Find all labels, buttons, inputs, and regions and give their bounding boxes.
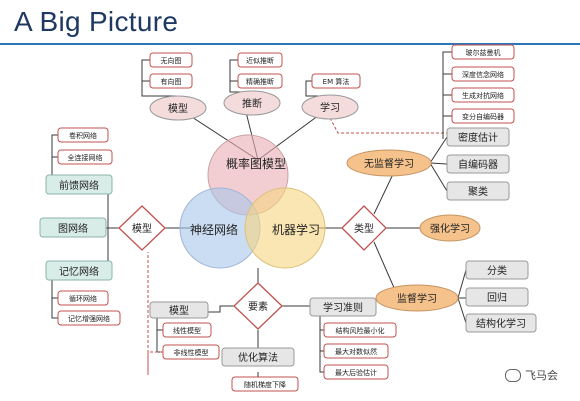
ml-type-label: 类型 bbox=[354, 222, 374, 235]
elements-item-boxes bbox=[162, 322, 397, 392]
nn-model-label: 模型 bbox=[132, 222, 152, 235]
elements-item-nonlinear: 非线性模型 bbox=[174, 348, 209, 357]
density-item-boxes bbox=[451, 44, 515, 124]
ml-circle bbox=[244, 187, 326, 269]
unsupervised-boxes bbox=[446, 127, 510, 201]
pgm-label: 概率图模型 bbox=[226, 156, 286, 171]
pgm-inference-label: 推断 bbox=[242, 97, 262, 110]
pgm-item-approx: 近似推断 bbox=[246, 56, 274, 65]
sup-regression-label: 回归 bbox=[487, 291, 507, 304]
elements-model-label: 模型 bbox=[169, 304, 189, 317]
nn-item-rnn: 循环网络 bbox=[69, 294, 97, 303]
supervised-boxes bbox=[465, 260, 537, 333]
nn-memory-label: 记忆网络 bbox=[59, 265, 99, 278]
unsupervised-node bbox=[346, 149, 432, 177]
density-item-vae: 变分自编码器 bbox=[462, 112, 504, 121]
elements-label: 要素 bbox=[248, 300, 268, 313]
reinforcement-node bbox=[419, 214, 481, 242]
pgm-learning-node bbox=[301, 94, 359, 120]
pgm-model-label: 模型 bbox=[168, 102, 188, 115]
watermark: 飞马会 bbox=[505, 367, 558, 383]
criterion-item-map: 最大后验估计 bbox=[335, 368, 377, 377]
unsup-autoencoder-label: 自编码器 bbox=[458, 158, 498, 171]
title-underline bbox=[0, 43, 580, 45]
nn-graph-label: 图网络 bbox=[58, 222, 88, 235]
pgm-item-boxes bbox=[149, 52, 361, 89]
pgm-inference-node bbox=[223, 90, 281, 116]
pgm-item-directed: 有向图 bbox=[161, 77, 182, 86]
pgm-learning-label: 学习 bbox=[320, 101, 340, 114]
unsupervised-label: 无监督学习 bbox=[364, 157, 414, 170]
nn-boxes bbox=[39, 174, 113, 281]
pgm-item-em: EM 算法 bbox=[323, 77, 350, 86]
elements-boxes bbox=[149, 297, 377, 367]
criterion-item-srm: 结构风险最小化 bbox=[336, 326, 385, 335]
page-title: A Big Picture bbox=[14, 6, 179, 37]
pgm-item-exact: 精确推断 bbox=[246, 77, 274, 86]
ml-type-diamond bbox=[341, 205, 387, 251]
nn-label: 神经网络 bbox=[190, 222, 238, 237]
supervised-node bbox=[375, 284, 459, 312]
pgm-model-node bbox=[149, 95, 207, 121]
density-item-dbn: 深度信念网络 bbox=[462, 70, 504, 79]
supervised-label: 监督学习 bbox=[397, 292, 437, 305]
density-item-gan: 生成对抗网络 bbox=[462, 91, 504, 100]
watermark-text: 飞马会 bbox=[525, 369, 558, 382]
reinforcement-label: 强化学习 bbox=[430, 222, 470, 235]
wechat-icon bbox=[505, 368, 521, 382]
nn-feedforward-label: 前馈网络 bbox=[59, 179, 99, 192]
unsup-density-label: 密度估计 bbox=[458, 131, 498, 144]
nn-item-boxes bbox=[57, 127, 121, 326]
nn-item-fc: 全连接网络 bbox=[68, 153, 103, 162]
nn-item-mem-aug: 记忆增强网络 bbox=[68, 314, 110, 323]
pgm-item-undirected: 无向图 bbox=[161, 56, 182, 65]
nn-model-diamond bbox=[118, 205, 166, 251]
ml-label: 机器学习 bbox=[272, 222, 320, 237]
criterion-item-mle: 最大对数似然 bbox=[335, 347, 377, 356]
elements-criterion-label: 学习准则 bbox=[323, 301, 363, 314]
unsup-clustering-label: 聚类 bbox=[468, 185, 488, 198]
elements-item-linear: 线性模型 bbox=[173, 326, 201, 335]
optimization-item-sgd: 随机梯度下降 bbox=[244, 380, 286, 389]
elements-optimization-label: 优化算法 bbox=[238, 351, 278, 364]
elements-diamond bbox=[233, 282, 283, 330]
nn-item-conv: 卷积网络 bbox=[69, 131, 97, 140]
sup-classification-label: 分类 bbox=[487, 264, 507, 277]
density-item-boltzmann: 玻尔兹曼机 bbox=[466, 48, 501, 57]
sup-structured-label: 结构化学习 bbox=[476, 317, 526, 330]
